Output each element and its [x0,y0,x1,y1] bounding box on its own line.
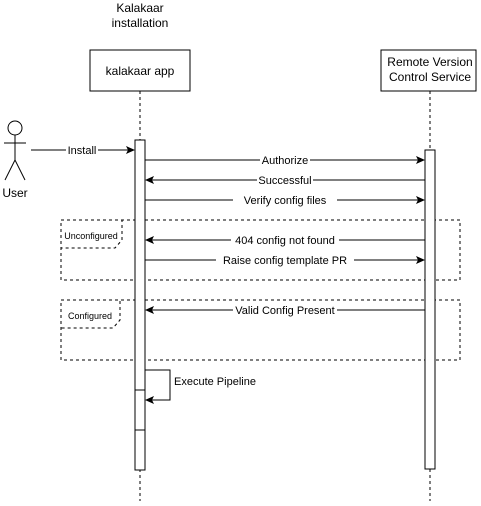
app-activation-bar [134,139,146,471]
configured-fragment [60,299,461,361]
raise-pr-message-label: Raise config template PR [223,255,347,267]
remote-activation-bar [424,149,436,470]
execute-pipeline-arrow [145,369,171,404]
system-title-line2: installation [112,16,169,30]
unconfigured-fragment-tab [61,219,123,249]
not-found-label-bg [231,233,339,247]
unconfigured-fragment-label: Unconfigured [64,231,118,241]
valid-config-label-bg [233,303,337,317]
remote-participant-label-line2: Control Service [389,70,471,84]
app-participant-box [89,49,191,92]
configured-fragment-tab [61,299,121,329]
successful-label-bg [257,173,313,187]
not-found-message-label: 404 config not found [235,235,335,247]
actor-label: User [2,186,27,200]
execute-pipeline-label: Execute Pipeline [174,376,256,388]
install-message-label: Install [68,145,97,157]
valid-config-message-label: Valid Config Present [235,305,334,317]
raise-pr-label-bg [216,253,354,267]
remote-participant-label-line1: Remote Version [387,55,472,69]
app-participant-label: kalakaar app [106,64,175,78]
user-actor-icon [4,120,26,181]
configured-fragment-label: Configured [68,311,112,321]
successful-message-label: Successful [258,175,311,187]
unconfigured-fragment [60,219,461,281]
install-label-bg [66,143,98,157]
system-title-line1: Kalakaar [116,1,163,15]
authorize-label-bg [260,153,310,167]
verify-message-label: Verify config files [244,195,327,207]
verify-label-bg [233,193,337,207]
authorize-message-label: Authorize [262,155,308,167]
remote-participant-box [380,49,477,92]
